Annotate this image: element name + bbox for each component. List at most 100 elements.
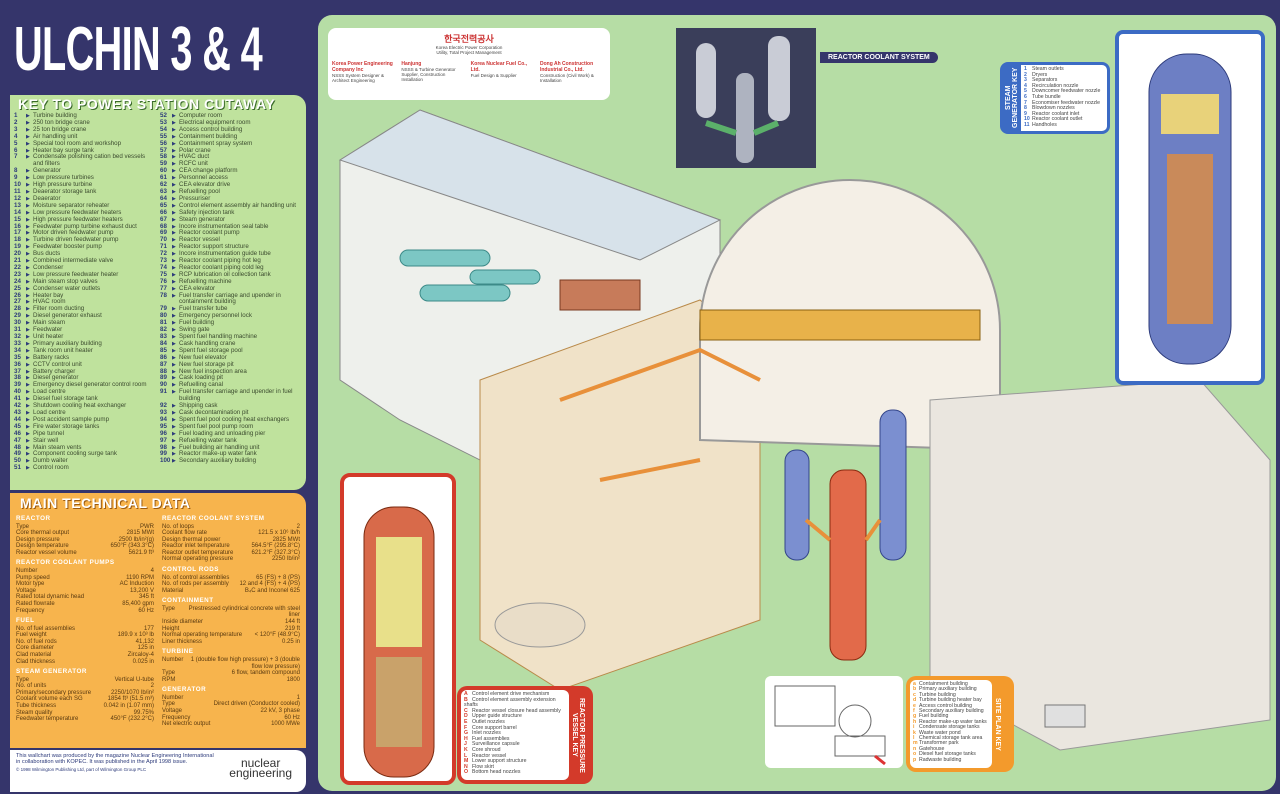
- key-item-label: Spent fuel handling machine: [179, 333, 258, 340]
- tech-label: Design pressure: [16, 536, 60, 543]
- arrow-icon: ▶: [26, 202, 30, 209]
- sponsor-role: Fuel Design & Supplier: [470, 73, 517, 78]
- key-item-number: 68: [160, 222, 167, 230]
- key-item: 84▶Cask handling crane: [160, 340, 302, 348]
- rpv-key-title: REACTOR PRESSURE VESSEL KEY: [571, 697, 585, 773]
- site-key-label: Turbine building: [919, 691, 956, 698]
- arrow-icon: ▶: [26, 182, 30, 189]
- tech-row: Normal operating temperature< 120°F (48.…: [162, 632, 300, 639]
- tech-value: 99.75%: [133, 709, 154, 716]
- key-item: 58▶HVAC duct: [160, 154, 302, 161]
- tech-value: < 120°F (48.9°C): [254, 632, 300, 639]
- key-item: 29▶Diesel generator exhaust: [14, 312, 156, 320]
- key-item-number: 94: [160, 415, 167, 423]
- tech-value: 0.042 in (1.07 mm): [103, 703, 154, 710]
- arrow-icon: ▶: [26, 285, 30, 292]
- tech-row: Type PWR: [16, 524, 154, 531]
- key-item-label: Access control building: [179, 125, 243, 133]
- tech-value: 144 ft: [284, 619, 300, 626]
- sg-key-number: 11: [1024, 121, 1030, 128]
- key-item: 39▶Emergency diesel generator control ro…: [14, 381, 156, 389]
- key-item: 43▶Load centre: [14, 409, 156, 417]
- tech-value: 2815 MWt: [126, 530, 154, 537]
- key-item: 69▶Reactor coolant pump: [160, 230, 302, 237]
- key-item-label: Control room: [33, 464, 69, 472]
- site-key-letter: e: [913, 702, 916, 709]
- arrow-icon: ▶: [172, 285, 176, 292]
- key-item: 63▶Refuelling pool: [160, 188, 302, 196]
- key-item-number: 64: [160, 194, 167, 202]
- key-item-number: 17: [14, 229, 21, 237]
- key-item: 85▶Spent fuel storage pool: [160, 346, 302, 355]
- tech-value: 6 flow, tandem compound: [231, 670, 300, 677]
- arrow-icon: ▶: [172, 195, 176, 202]
- key-item-label: Deaerator: [33, 194, 61, 202]
- key-item-label: Containment spray system: [179, 139, 253, 147]
- key-item: 18▶Turbine driven feedwater pump: [14, 236, 156, 244]
- tech-label: Type: [16, 523, 30, 530]
- tech-value: 60 Hz: [138, 607, 154, 614]
- key-item: 100▶Secondary auxiliary building: [160, 457, 302, 465]
- tech-label: No. of rods per assembly: [162, 581, 229, 588]
- arrow-icon: ▶: [26, 354, 30, 361]
- key-item-label: CEA change platform: [179, 167, 238, 175]
- key-item-label: High pressure feedwater heaters: [33, 215, 123, 223]
- key-item-label: Main steam stop valves: [33, 277, 98, 285]
- key-item-label: RCFC unit: [179, 160, 208, 168]
- rpv-key-label: Fuel assemblies: [472, 735, 510, 742]
- sponsor-role: NSSS & Turbine Generator Supplier, Const…: [401, 67, 456, 82]
- key-item: 51▶Control room: [14, 464, 156, 472]
- arrow-icon: ▶: [172, 416, 176, 423]
- key-item: 79▶Fuel transfer tube: [160, 305, 302, 313]
- arrow-icon: ▶: [26, 223, 30, 230]
- key-item-label: Diesel generator exhaust: [33, 312, 102, 320]
- key-item-number: 85: [160, 346, 167, 354]
- key-item-number: 36: [14, 360, 21, 368]
- arrow-icon: ▶: [26, 188, 30, 195]
- arrow-icon: ▶: [26, 465, 30, 472]
- tech-label: Number: [16, 567, 38, 574]
- key-item: 23▶Low pressure feedwater heater: [14, 271, 156, 279]
- key-item: 21▶Combined intermediate valve: [14, 257, 156, 265]
- tech-label: No. of fuel rods: [16, 638, 57, 645]
- key-item: 48▶Main steam vents: [14, 444, 156, 452]
- site-key-item: mTransformer park: [913, 741, 989, 747]
- arrow-icon: ▶: [26, 389, 30, 396]
- key-item-number: 24: [14, 277, 21, 285]
- tech-value: 650°F (343.3°C): [110, 543, 155, 550]
- key-item-label: High pressure turbine: [33, 181, 93, 189]
- key-item-label: Reactor coolant pump: [179, 229, 240, 237]
- key-item-label: Secondary auxiliary building: [179, 457, 257, 465]
- key-item-number: 1: [14, 112, 18, 119]
- arrow-icon: ▶: [26, 264, 30, 271]
- tech-value: PWR: [140, 523, 154, 530]
- key-item-label: Spent fuel pool cooling heat exchangers: [179, 415, 290, 423]
- site-key-label: Turbine building heater bay: [919, 697, 982, 704]
- key-item: 10▶High pressure turbine: [14, 181, 156, 189]
- arrow-icon: ▶: [26, 334, 30, 340]
- arrow-icon: ▶: [172, 278, 176, 285]
- key-item: 77▶CEA elevator: [160, 285, 302, 293]
- sponsor-name: Korea Nuclear Fuel Co., Ltd.: [470, 61, 528, 73]
- key-item: 56▶Containment spray system: [160, 139, 302, 148]
- key-item-label: Shutdown cooling heat exchanger: [33, 402, 127, 410]
- tech-label: Fuel weight: [16, 632, 47, 639]
- tech-value: 219 ft: [284, 625, 300, 632]
- rpv-key-letter: G: [464, 730, 469, 737]
- arrow-icon: ▶: [26, 313, 30, 320]
